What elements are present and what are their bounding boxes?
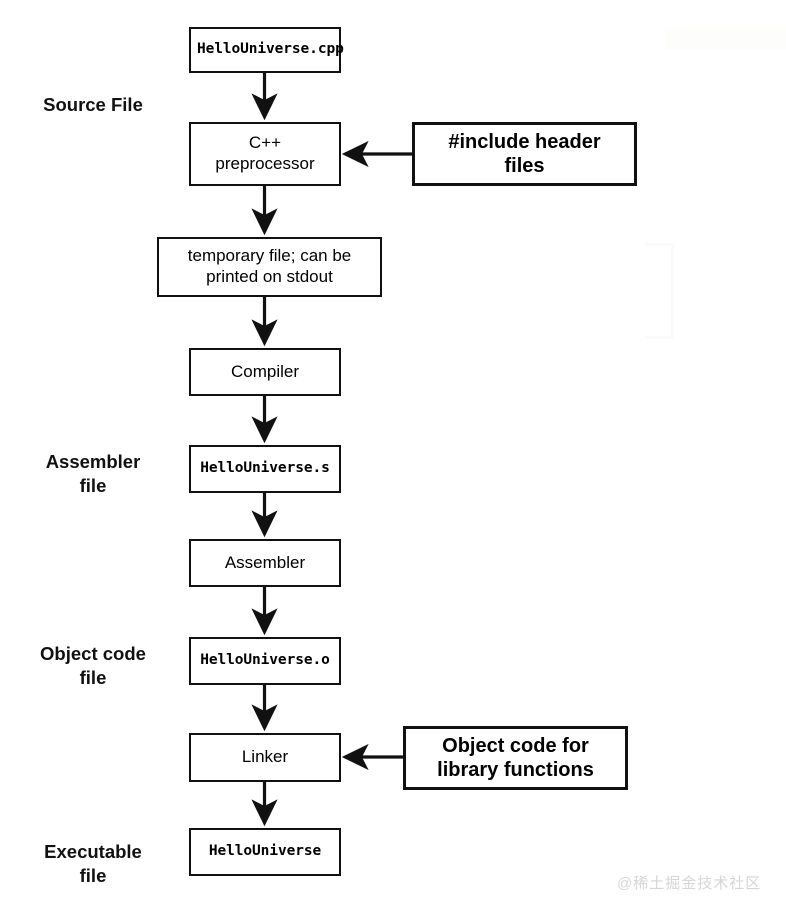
- node-label: HelloUniverse.s: [200, 460, 330, 477]
- ghost-bracket-artifact: [645, 243, 674, 339]
- watermark-text: @稀土掘金技术社区: [617, 875, 762, 892]
- caption-executable-file: Executable file: [44, 841, 142, 886]
- node-label: HelloUniverse: [208, 843, 322, 860]
- node-linker[interactable]: Linker: [189, 733, 341, 782]
- node-hellouniverse-o[interactable]: HelloUniverse.o: [189, 637, 341, 685]
- node-label: temporary file; can be printed on stdout: [187, 246, 352, 286]
- node-label: C++ preprocessor: [215, 133, 315, 173]
- node-label: #include header files: [448, 131, 601, 177]
- ghost-band-artifact: [665, 28, 786, 50]
- caption-assembler-file: Assembler file: [45, 451, 141, 496]
- node-object-code-library[interactable]: Object code for library functions: [403, 726, 628, 790]
- node-label: Object code for library functions: [437, 735, 594, 781]
- caption-source-file: Source File: [43, 94, 143, 115]
- node-label: Assembler: [224, 552, 306, 572]
- node-label: Linker: [241, 747, 289, 767]
- node-label: HelloUniverse.cpp: [197, 41, 344, 58]
- node-include-header-files[interactable]: #include header files: [412, 122, 637, 186]
- node-assembler[interactable]: Assembler: [189, 539, 341, 587]
- node-compiler[interactable]: Compiler: [189, 348, 341, 396]
- node-cpp-preprocessor[interactable]: C++ preprocessor: [189, 122, 341, 186]
- node-label: HelloUniverse.o: [200, 652, 330, 669]
- node-hellouniverse-s[interactable]: HelloUniverse.s: [189, 445, 341, 493]
- node-label: Compiler: [230, 361, 300, 381]
- node-hellouniverse[interactable]: HelloUniverse: [189, 828, 341, 876]
- node-temporary-file[interactable]: temporary file; can be printed on stdout: [157, 237, 382, 297]
- node-hellouniverse-cpp[interactable]: HelloUniverse.cpp: [189, 27, 344, 73]
- caption-object-code-file: Object code file: [40, 643, 146, 688]
